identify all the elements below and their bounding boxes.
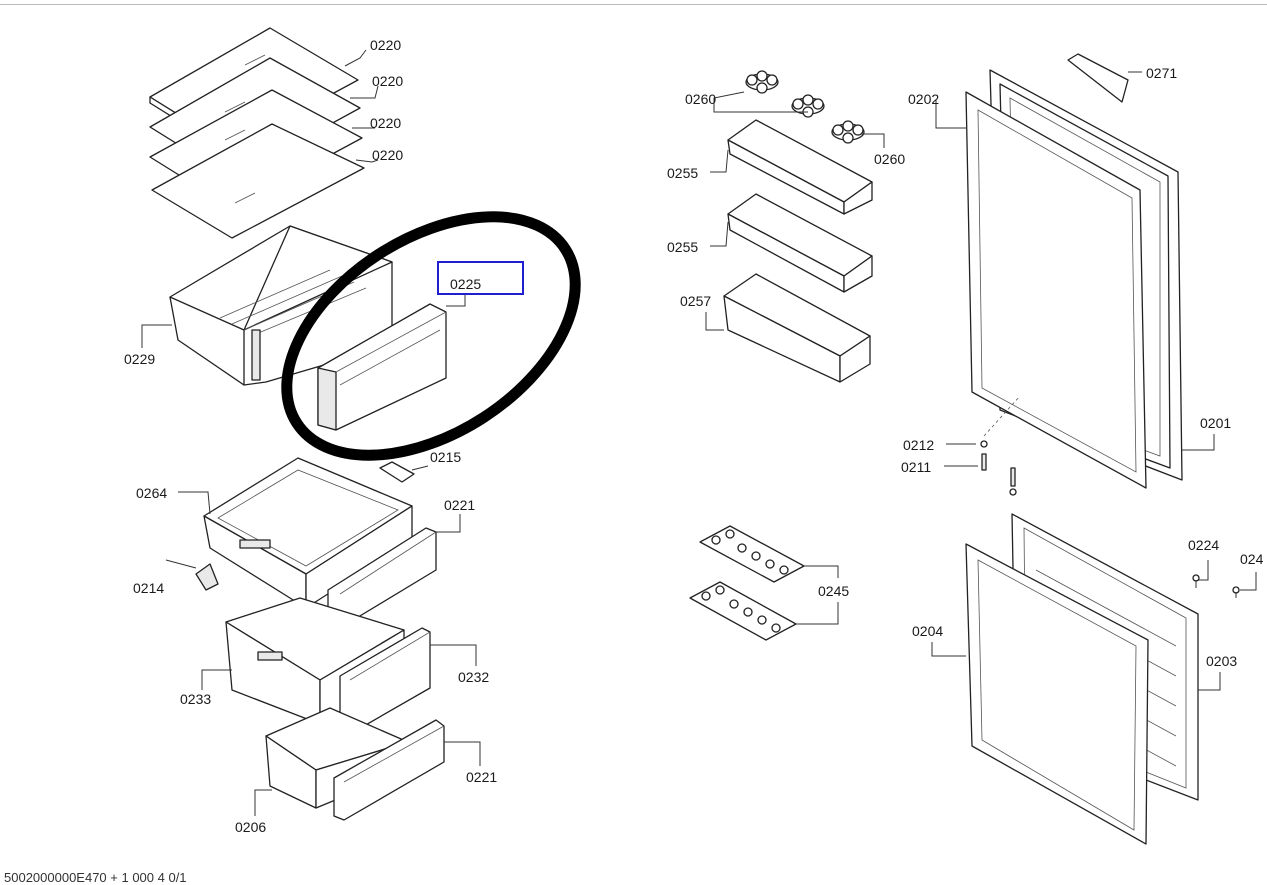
label-0264: 0264 bbox=[136, 485, 167, 501]
label-plate-part bbox=[1067, 53, 1129, 103]
label-0220-2: 0220 bbox=[372, 73, 403, 89]
leader-line-0201 bbox=[1182, 434, 1215, 451]
leader-line-0229 bbox=[141, 324, 172, 348]
leader-line-0203 bbox=[1198, 672, 1221, 691]
label-0260-a: 0260 bbox=[685, 91, 716, 107]
label-0233: 0233 bbox=[180, 691, 211, 707]
leader-line-0255-a bbox=[710, 149, 729, 173]
leader-line-0214 bbox=[165, 559, 197, 569]
washer-part bbox=[980, 440, 988, 448]
leader-line-0233 bbox=[201, 669, 232, 690]
label-0212: 0212 bbox=[903, 437, 934, 453]
leader-line-0204 bbox=[931, 642, 966, 657]
label-0202: 0202 bbox=[908, 91, 939, 107]
label-0204: 0204 bbox=[912, 623, 943, 639]
leader-line-0245-b bbox=[796, 602, 839, 625]
label-0257: 0257 bbox=[680, 293, 711, 309]
label-0225: 0225 bbox=[450, 276, 481, 292]
egg-cup-set-2 bbox=[791, 94, 825, 118]
leader-line-0225 bbox=[446, 294, 466, 307]
highlight-ellipse bbox=[281, 211, 581, 461]
egg-tray-lower bbox=[689, 581, 797, 641]
leader-lines-shelves bbox=[344, 49, 379, 163]
top-border-line bbox=[0, 4, 1267, 5]
leader-line-0245-a bbox=[804, 565, 839, 578]
door-shelf-bottle bbox=[723, 273, 871, 383]
door-shelf-2 bbox=[727, 193, 873, 293]
front-panel-bottom bbox=[333, 719, 445, 821]
door-shelf-1 bbox=[727, 119, 873, 215]
leader-line-0260-b bbox=[862, 133, 885, 148]
leader-line-0255-b bbox=[710, 221, 729, 247]
screw-part-2 bbox=[1010, 467, 1016, 487]
label-0220-4: 0220 bbox=[372, 147, 403, 163]
label-0224: 0224 bbox=[1188, 537, 1219, 553]
leader-line-0224 bbox=[1198, 560, 1209, 581]
label-0221-top: 0221 bbox=[444, 497, 475, 513]
label-024: 024 bbox=[1240, 551, 1264, 567]
label-0220-1: 0220 bbox=[370, 37, 401, 53]
leader-line-0202 bbox=[935, 100, 966, 129]
label-0271: 0271 bbox=[1146, 65, 1177, 81]
glass-shelf-stack bbox=[149, 27, 365, 239]
label-0211: 0211 bbox=[901, 459, 931, 475]
drawer-front-panel-highlighted bbox=[317, 303, 447, 431]
hinge-pin-part-2 bbox=[1232, 586, 1240, 598]
label-0206: 0206 bbox=[235, 819, 266, 835]
egg-cup-set-3 bbox=[831, 120, 865, 144]
leader-line-0232 bbox=[430, 644, 477, 666]
screw-part bbox=[981, 453, 987, 471]
leader-line-0264 bbox=[178, 491, 211, 515]
upper-door-seal bbox=[965, 91, 1147, 489]
leader-line-0260-a bbox=[713, 91, 808, 113]
leader-line-0221-top bbox=[436, 514, 461, 533]
label-0232: 0232 bbox=[458, 669, 489, 685]
label-0255-b: 0255 bbox=[667, 239, 698, 255]
label-0220-3: 0220 bbox=[370, 115, 401, 131]
label-0229: 0229 bbox=[124, 351, 155, 367]
leader-line-0215 bbox=[411, 465, 429, 471]
leader-line-0206 bbox=[254, 789, 272, 816]
label-0215: 0215 bbox=[430, 449, 461, 465]
leader-line-0257 bbox=[705, 312, 724, 331]
label-0201: 0201 bbox=[1200, 415, 1231, 431]
label-0203: 0203 bbox=[1206, 653, 1237, 669]
egg-cup-set-1 bbox=[745, 70, 779, 94]
crisper-drawer bbox=[169, 225, 393, 386]
footer-code-text: 5002000000E470 + 1 000 4 0/1 bbox=[4, 870, 187, 885]
hinge-pin-part bbox=[1192, 574, 1200, 588]
label-0214: 0214 bbox=[133, 580, 164, 596]
handle-part bbox=[195, 563, 219, 591]
leader-line-024 bbox=[1240, 572, 1257, 591]
lower-door-seal bbox=[965, 543, 1149, 845]
label-0255-a: 0255 bbox=[667, 165, 698, 181]
freezer-drawer-top bbox=[203, 457, 413, 609]
label-0260-b: 0260 bbox=[874, 151, 905, 167]
leader-line-0221-bottom bbox=[444, 741, 481, 766]
highlight-box-0225 bbox=[437, 261, 524, 295]
glass-shelf-4 bbox=[151, 123, 365, 239]
egg-tray-upper bbox=[699, 525, 805, 583]
label-0221-bottom: 0221 bbox=[466, 769, 497, 785]
label-0245: 0245 bbox=[818, 583, 849, 599]
clip-part bbox=[379, 461, 415, 483]
